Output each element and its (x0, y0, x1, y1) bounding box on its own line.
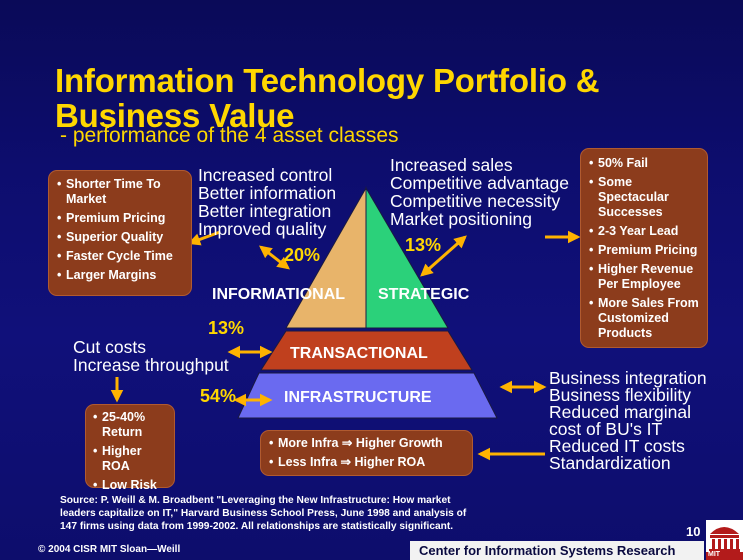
informational-outcome-2: Premium Pricing (57, 211, 185, 226)
informational-outcome-1: Shorter Time To Market (57, 177, 185, 207)
infrastructure-benefit-4: cost of BU's IT (549, 419, 663, 439)
transactional-outcomes-box: 25-40% Return Higher ROA Low Risk (85, 404, 175, 493)
source-citation-line-2: leaders capitalize on IT," Harvard Busin… (60, 508, 467, 519)
transactional-label: TRANSACTIONAL (290, 345, 428, 362)
mit-dome-icon (709, 527, 740, 552)
slide-title-line-1: Information Technology Portfolio & (55, 62, 600, 99)
informational-benefit-1: Increased control (198, 165, 333, 185)
infrastructure-benefit-6: Standardization (549, 453, 671, 473)
transactional-outcome-2: Higher ROA (93, 444, 170, 474)
informational-box-arrow (187, 230, 221, 246)
strategic-double-arrow (420, 235, 467, 277)
infrastructure-benefit-5: Reduced IT costs (549, 436, 685, 456)
slide-title-line-2: Business Value (55, 97, 295, 134)
informational-label: INFORMATIONAL (212, 286, 346, 303)
informational-benefit-4: Improved quality (198, 219, 327, 239)
strategic-benefit-4: Market positioning (390, 209, 533, 229)
infrastructure-outcomes-box: More Infra ⇒ Higher Growth Less Infra ⇒ … (260, 430, 473, 476)
center-name-bar (410, 541, 704, 560)
source-citation-line-1: Source: P. Weill & M. Broadbent "Leverag… (60, 495, 451, 506)
strategic-benefit-1: Increased sales (390, 155, 513, 175)
strategic-benefit-3: Competitive necessity (390, 191, 561, 211)
infrastructure-benefit-3: Reduced marginal (549, 402, 692, 422)
informational-benefit-3: Better integration (198, 201, 332, 221)
infrastructure-percent: 54% (200, 386, 237, 406)
page-number: 10 (686, 524, 701, 539)
informational-outcomes-box: Shorter Time To Market Premium Pricing S… (48, 170, 192, 296)
transactional-outcome-1: 25-40% Return (93, 410, 170, 440)
copyright-notice: © 2004 CISR MIT Sloan—Weill (38, 544, 181, 555)
strategic-outcomes-box: 50% Fail Some Spectacular Successes 2-3 … (580, 148, 708, 348)
informational-benefit-2: Better information (198, 183, 337, 203)
strategic-percent: 13% (405, 235, 442, 255)
infrastructure-outcome-2: Less Infra ⇒ Higher ROA (269, 455, 468, 470)
infrastructure-label: INFRASTRUCTURE (284, 389, 432, 406)
strategic-outcome-2: Some Spectacular Successes (589, 175, 701, 220)
informational-outcome-4: Faster Cycle Time (57, 249, 185, 264)
transactional-percent: 13% (208, 318, 245, 338)
transactional-outcome-3: Low Risk (93, 478, 170, 493)
strategic-outcome-6: More Sales From Customized Products (589, 296, 701, 341)
strategic-outcome-5: Higher Revenue Per Employee (589, 262, 701, 292)
informational-double-arrow (259, 245, 290, 270)
transactional-benefit-2: Increase throughput (73, 355, 229, 375)
informational-outcome-5: Larger Margins (57, 268, 185, 283)
infrastructure-outcome-1: More Infra ⇒ Higher Growth (269, 436, 468, 451)
transactional-benefit-1: Cut costs (73, 337, 146, 357)
mit-logo: MIT (706, 520, 743, 560)
source-citation-line-3: 147 firms using data from 1999-2002. All… (60, 521, 454, 532)
strategic-benefit-2: Competitive advantage (390, 173, 569, 193)
strategic-outcome-4: Premium Pricing (589, 243, 701, 258)
infrastructure-benefit-2: Business flexibility (549, 385, 691, 405)
strategic-outcome-3: 2-3 Year Lead (589, 224, 701, 239)
strategic-label: STRATEGIC (378, 286, 470, 303)
slide-subtitle: - performance of the 4 asset classes (60, 124, 399, 147)
informational-outcome-3: Superior Quality (57, 230, 185, 245)
center-name: Center for Information Systems Research (419, 543, 676, 558)
infrastructure-benefit-1: Business integration (549, 368, 707, 388)
mit-logo-text: MIT (708, 551, 721, 558)
informational-percent: 20% (284, 245, 321, 265)
strategic-segment (365, 186, 449, 329)
strategic-outcome-1: 50% Fail (589, 156, 701, 171)
